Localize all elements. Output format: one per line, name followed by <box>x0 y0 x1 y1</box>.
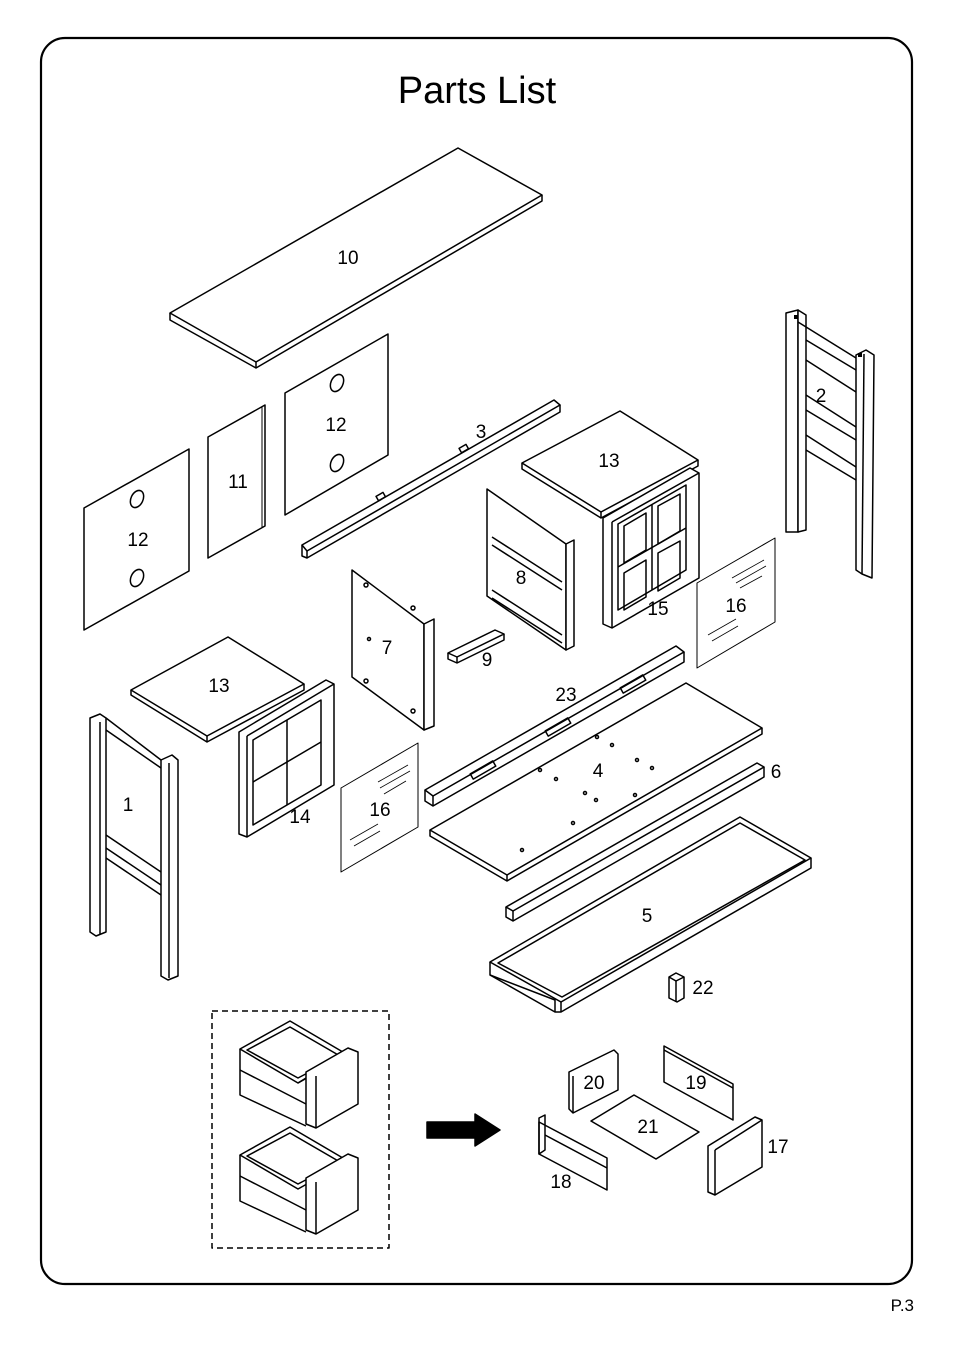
part-13-cabinet-top-left <box>130 636 305 743</box>
part-labels: 10 11 12 12 3 2 13 8 15 16 7 9 13 23 4 6… <box>123 248 827 1193</box>
part-4-shelf <box>429 682 763 882</box>
part-16-glass-right <box>696 537 776 669</box>
part-6-rail <box>505 762 765 922</box>
part-11-back-panel-middle <box>207 404 266 559</box>
part-label: 19 <box>685 1073 706 1094</box>
part-label: 3 <box>476 422 487 443</box>
part-17-drawer-front <box>707 1116 763 1196</box>
part-label: 9 <box>482 650 493 671</box>
part-label: 18 <box>550 1172 571 1193</box>
arrow-right-icon <box>426 1113 501 1147</box>
part-label: 23 <box>555 685 576 706</box>
part-label: 12 <box>325 415 346 436</box>
drawer-assembly-box <box>211 1010 390 1249</box>
part-12-back-panel-right <box>284 333 389 516</box>
part-5-bottom-tray <box>489 816 812 1013</box>
part-9-small-block <box>447 629 505 664</box>
part-19-drawer-side <box>663 1045 734 1121</box>
part-label: 11 <box>228 472 248 493</box>
part-label: 20 <box>583 1073 604 1094</box>
part-22-foot <box>668 972 685 1003</box>
page-title: Parts List <box>397 70 557 112</box>
part-label: 15 <box>647 599 668 620</box>
page-number: P.3 <box>890 1296 914 1315</box>
part-label: 13 <box>208 676 229 697</box>
part-18-drawer-side <box>538 1114 608 1191</box>
part-label: 14 <box>289 807 311 828</box>
page-border <box>39 36 914 1286</box>
part-label: 17 <box>767 1137 788 1158</box>
drawer-assembled-1 <box>239 1020 359 1129</box>
part-2-right-side-frame <box>785 309 875 579</box>
part-label: 1 <box>123 795 134 816</box>
part-label: 7 <box>382 638 393 659</box>
part-label: 4 <box>593 761 604 782</box>
part-label: 6 <box>771 762 782 783</box>
part-13-cabinet-top-right <box>521 410 699 519</box>
part-label: 13 <box>598 451 619 472</box>
part-3-rail <box>301 399 561 559</box>
part-10-top-panel <box>169 147 543 369</box>
part-7-cabinet-side-panel <box>351 569 435 731</box>
part-label: 22 <box>692 978 713 999</box>
part-8-cabinet-side <box>486 488 575 651</box>
part-16-glass-left <box>340 742 419 873</box>
part-1-left-side-frame <box>89 713 179 981</box>
part-label: 21 <box>637 1117 658 1138</box>
part-label: 2 <box>816 386 827 407</box>
part-20-drawer-back <box>568 1049 619 1114</box>
part-label: 5 <box>642 906 653 927</box>
part-23-rail <box>424 645 685 807</box>
drawer-assembled-2 <box>239 1126 359 1235</box>
part-label: 16 <box>725 596 746 617</box>
part-label: 8 <box>516 568 527 589</box>
part-21-drawer-bottom <box>590 1094 700 1160</box>
part-label: 12 <box>127 530 148 551</box>
part-12-back-panel-left <box>83 448 190 631</box>
part-label: 16 <box>369 800 390 821</box>
part-label: 10 <box>337 248 358 269</box>
part-15-door-right <box>602 467 700 629</box>
part-14-door-left <box>238 679 335 838</box>
